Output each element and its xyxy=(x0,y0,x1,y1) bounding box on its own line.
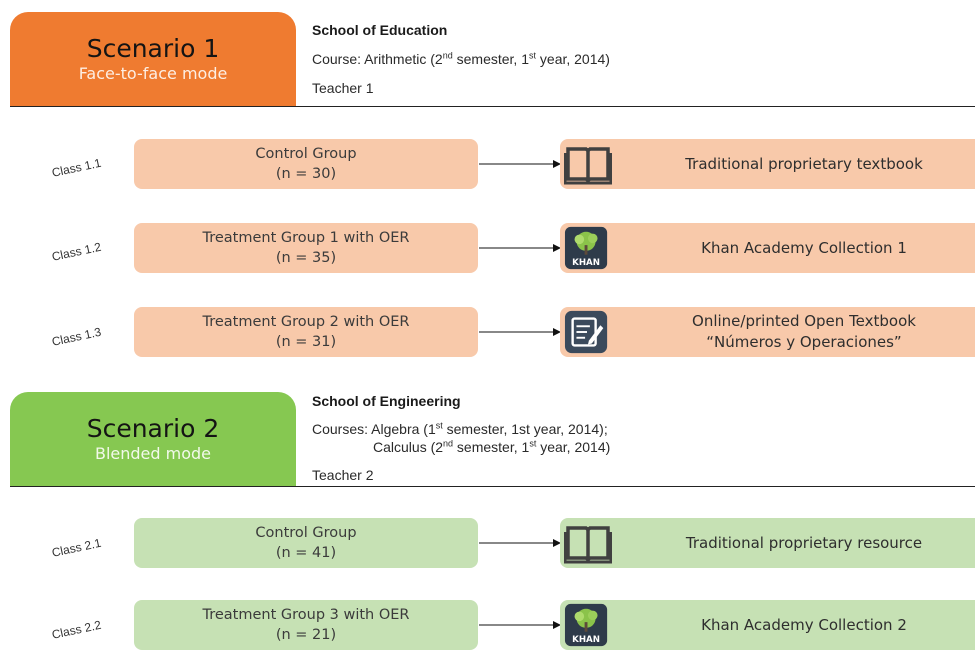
resource-box: Traditional proprietary textbook xyxy=(560,139,975,189)
group-name: Control Group xyxy=(255,525,357,541)
group-box: Treatment Group 3 with OER (n = 21) xyxy=(134,600,478,650)
group-name: Treatment Group 3 with OER xyxy=(202,607,410,623)
resource-text: Khan Academy Collection 2 xyxy=(701,615,907,634)
class-label: Class 1.2 xyxy=(50,239,103,264)
resource-box: Traditional proprietary resource xyxy=(560,518,975,568)
scenario-1-header: Scenario 1 Face-to-face mode xyxy=(10,12,296,106)
group-size: (n = 30) xyxy=(275,166,337,182)
scenario-2-mode: Blended mode xyxy=(94,444,212,463)
resource-text: Traditional proprietary textbook xyxy=(685,154,923,173)
book-icon xyxy=(564,526,612,564)
resource-text: Online/printed Open Textbook “Números y … xyxy=(692,312,916,351)
svg-text:KHAN: KHAN xyxy=(572,635,600,645)
group-size: (n = 35) xyxy=(275,250,337,266)
group-name: Control Group xyxy=(255,146,357,162)
group-name: Treatment Group 1 with OER xyxy=(202,230,410,246)
class-label: Class 2.2 xyxy=(50,617,103,642)
arrow-icon xyxy=(479,160,561,168)
arrow-icon xyxy=(479,621,561,629)
scenario-2-divider xyxy=(10,486,975,487)
group-name: Treatment Group 2 with OER xyxy=(202,314,410,330)
class-label: Class 2.1 xyxy=(50,535,103,560)
scenario-1-divider xyxy=(10,106,975,107)
scenario-1-course: Course: Arithmetic (2nd semester, 1st ye… xyxy=(312,50,610,67)
khan-academy-icon: KHAN xyxy=(564,603,608,647)
scenario-1-school: School of Education xyxy=(312,22,448,38)
group-size: (n = 21) xyxy=(275,627,337,643)
khan-academy-icon: KHAN xyxy=(564,226,608,270)
arrow-icon xyxy=(479,244,561,252)
scenario-1-teacher: Teacher 1 xyxy=(312,80,374,96)
scenario-2-title: Scenario 2 xyxy=(86,414,220,443)
scenario-2-header: Scenario 2 Blended mode xyxy=(10,392,296,486)
group-box: Control Group (n = 41) xyxy=(134,518,478,568)
scenario-2-school: School of Engineering xyxy=(312,393,461,409)
svg-text:KHAN: KHAN xyxy=(572,258,600,268)
group-box: Treatment Group 1 with OER (n = 35) xyxy=(134,223,478,273)
scenario-2-course-2: Calculus (2nd semester, 1st year, 2014) xyxy=(373,438,611,455)
scenario-1-mode: Face-to-face mode xyxy=(78,64,228,83)
scenario-2-teacher: Teacher 2 xyxy=(312,467,374,483)
arrow-icon xyxy=(479,539,561,547)
arrow-icon xyxy=(479,328,561,336)
resource-box: KHAN Khan Academy Collection 1 xyxy=(560,223,975,273)
group-size: (n = 41) xyxy=(275,545,337,561)
open-textbook-icon xyxy=(564,310,608,354)
resource-text: Khan Academy Collection 1 xyxy=(701,238,907,257)
scenario-2-course-1: Courses: Algebra (1st semester, 1st year… xyxy=(312,420,608,437)
group-box: Control Group (n = 30) xyxy=(134,139,478,189)
group-box: Treatment Group 2 with OER (n = 31) xyxy=(134,307,478,357)
book-icon xyxy=(564,147,612,185)
class-label: Class 1.3 xyxy=(50,324,103,349)
resource-box: Online/printed Open Textbook “Números y … xyxy=(560,307,975,357)
class-label: Class 1.1 xyxy=(50,155,103,180)
resource-box: KHAN Khan Academy Collection 2 xyxy=(560,600,975,650)
resource-text: Traditional proprietary resource xyxy=(685,533,923,552)
group-size: (n = 31) xyxy=(275,334,337,350)
scenario-1-title: Scenario 1 xyxy=(86,34,220,63)
